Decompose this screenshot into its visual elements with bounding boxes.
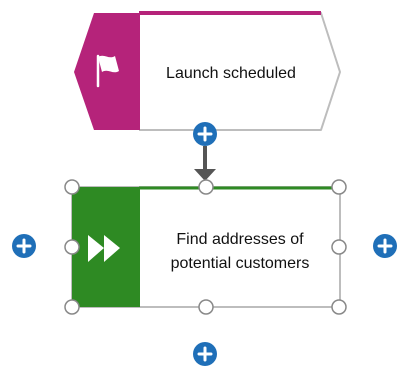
function-node-label-line2: potential customers (171, 255, 310, 272)
add-button-left[interactable] (12, 234, 36, 258)
add-button-right[interactable] (373, 234, 397, 258)
event-node-label: Launch scheduled (166, 65, 296, 82)
resize-handle-top-middle[interactable] (198, 179, 214, 195)
function-node-find-addresses[interactable]: Find addresses of potential customers (71, 186, 341, 308)
resize-handle-bottom-right[interactable] (331, 299, 347, 315)
resize-handle-middle-left[interactable] (64, 239, 80, 255)
function-node-label-line1: Find addresses of (176, 231, 304, 248)
resize-handle-top-right[interactable] (331, 179, 347, 195)
resize-handle-middle-right[interactable] (331, 239, 347, 255)
resize-handle-top-left[interactable] (64, 179, 80, 195)
add-button-below-event[interactable] (193, 122, 217, 146)
fast-forward-icon (88, 235, 120, 262)
resize-handle-bottom-middle[interactable] (198, 299, 214, 315)
flag-icon (96, 54, 119, 88)
event-node-color-segment (74, 13, 140, 130)
connector-arrow (194, 146, 216, 181)
add-button-bottom[interactable] (193, 342, 217, 366)
selection-handles (64, 179, 347, 315)
resize-handle-bottom-left[interactable] (64, 299, 80, 315)
event-node-launch-scheduled[interactable]: Launch scheduled (74, 11, 341, 131)
